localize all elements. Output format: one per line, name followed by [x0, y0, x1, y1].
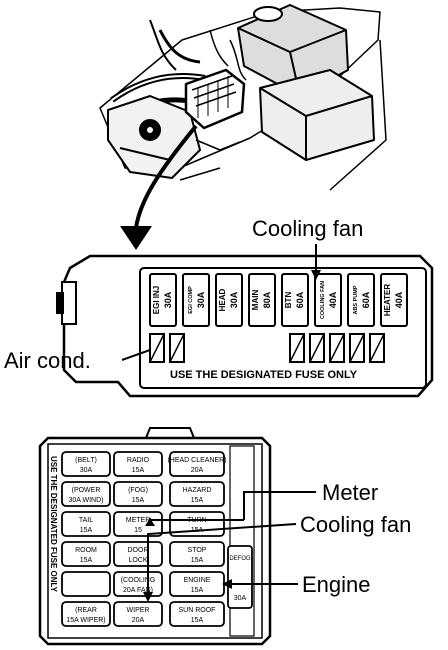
interior-fuse-amp: 15A [132, 497, 145, 504]
callout-meter: Meter [145, 480, 378, 526]
interior-fuse-amp: 30A WIND) [68, 497, 103, 504]
interior-side-notice: USE THE DESIGNATED FUSE ONLY [49, 456, 58, 593]
interior-fuse: WIPER 20A [113, 601, 163, 627]
callout-air-cond-label: Air cond. [4, 348, 91, 373]
main-fuse-amp: 30A [229, 291, 239, 308]
interior-fuse: (FOG) 15A [113, 481, 163, 507]
interior-fuse: ENGINE 15A [169, 571, 225, 597]
interior-fuse-amp: 15A [80, 527, 93, 534]
callout-cooling-fan-top-label: Cooling fan [252, 216, 363, 241]
interior-fuse-name: (COOLING [121, 577, 156, 584]
interior-fuse-name: ROOM [75, 547, 97, 554]
interior-fuse-name: HAZARD [183, 487, 212, 494]
interior-fuse-amp: LOCK [128, 557, 147, 564]
callout-engine-label: Engine [302, 572, 371, 597]
interior-fuse: (POWER 30A WIND) [61, 481, 111, 507]
interior-side-fuse-name: DEFOG [229, 556, 251, 562]
interior-fuse: METER 15 [113, 511, 163, 537]
interior-fuse-amp: 20A FAN) [123, 587, 153, 594]
main-fuse-name: MAIN [251, 290, 260, 311]
interior-fuse: TAIL 15A [61, 511, 111, 537]
interior-fuse: (BELT) 30A [61, 451, 111, 477]
interior-fuse-name: STOP [188, 547, 207, 554]
interior-fuse-amp: 20A [132, 617, 145, 624]
interior-fuse-name: WIPER [127, 607, 150, 614]
interior-fuse: ROOM 15A [61, 541, 111, 567]
interior-fuse-name: (FOG) [128, 487, 148, 494]
main-fuse-amp: 40A [328, 291, 338, 308]
interior-fuse: DOOR LOCK [113, 541, 163, 567]
main-fuse-amp: 60A [361, 291, 371, 308]
main-fuse-name: ABS PUMP [353, 285, 359, 314]
interior-fuse-amp: 15A [132, 467, 145, 474]
interior-fuse-amp: 15A WIPER) [66, 617, 105, 624]
main-fuse-name: EGI COMP [188, 286, 194, 314]
engine-bay-illustration [99, 4, 387, 191]
main-lower-fuses [149, 333, 385, 363]
interior-fuse-amp: 15A [80, 557, 93, 564]
main-fuse-amp: 30A [196, 291, 206, 308]
main-fuse-name: BTN [284, 292, 293, 309]
main-fuse-amp: 40A [394, 291, 404, 308]
interior-fuse-name: (HEAD CLEANER) [167, 457, 226, 464]
callout-cooling-fan-top: Cooling fan [252, 216, 363, 280]
callout-engine: Engine [222, 572, 371, 597]
interior-fuse-name: ENGINE [184, 577, 211, 584]
interior-fuse: SUN ROOF 15A [169, 601, 225, 627]
interior-fuse-amp: 15A [191, 497, 204, 504]
interior-fuse-name: DOOR [128, 547, 149, 554]
interior-fuse-name: (REAR [75, 607, 97, 614]
interior-fuse-name: (BELT) [75, 457, 97, 464]
interior-fuse-name: RADIO [127, 457, 150, 464]
interior-fuse-amp: 15A [191, 587, 204, 594]
interior-fuse-box: USE THE DESIGNATED FUSE ONLY (BELT) 30A RA… [38, 427, 272, 646]
interior-fuse: (COOLING 20A FAN) [113, 571, 163, 597]
interior-side-fuse: DEFOG 30A [227, 545, 253, 609]
callout-air-cond: Air cond. [4, 348, 151, 373]
interior-fuse-name: METER [126, 517, 151, 524]
interior-fuse-name: TAIL [79, 517, 93, 524]
interior-fuse: RADIO 15A [113, 451, 163, 477]
main-fuse-amp: 60A [295, 291, 305, 308]
interior-fuse [61, 571, 111, 597]
interior-fuse-amp: 15 [134, 527, 142, 534]
interior-fuse-name: (POWER [72, 487, 101, 494]
main-fuse-amp: 30A [163, 291, 173, 308]
interior-fuse-amp: 20A [191, 467, 204, 474]
pointer-arrow [120, 124, 198, 250]
main-fuse-amp: 80A [262, 291, 272, 308]
interior-fuse: (REAR 15A WIPER) [61, 601, 111, 627]
callout-cooling-fan-bottom: Cooling fan [143, 512, 411, 602]
interior-fuse-amp: 15A [191, 617, 204, 624]
interior-fuse-name: SUN ROOF [179, 607, 216, 614]
main-fuse-name: EGI INJ [152, 286, 161, 314]
interior-fuse: (HEAD CLEANER) 20A [167, 451, 227, 477]
interior-side-fuse-amp: 30A [234, 595, 247, 602]
main-fuse-name: COOLING FAN [320, 281, 326, 319]
main-fuse-name: HEATER [383, 284, 392, 317]
main-box-notice: USE THE DESIGNATED FUSE ONLY [170, 369, 358, 381]
callout-meter-label: Meter [322, 480, 378, 505]
callout-cooling-fan-bottom-label: Cooling fan [300, 512, 411, 537]
interior-fuse-amp: 30A [80, 467, 93, 474]
interior-fuse: STOP 15A [169, 541, 225, 567]
interior-fuse: HAZARD 15A [169, 481, 225, 507]
main-fuse-name: HEAD [218, 288, 227, 311]
interior-fuse-amp: 15A [191, 557, 204, 564]
